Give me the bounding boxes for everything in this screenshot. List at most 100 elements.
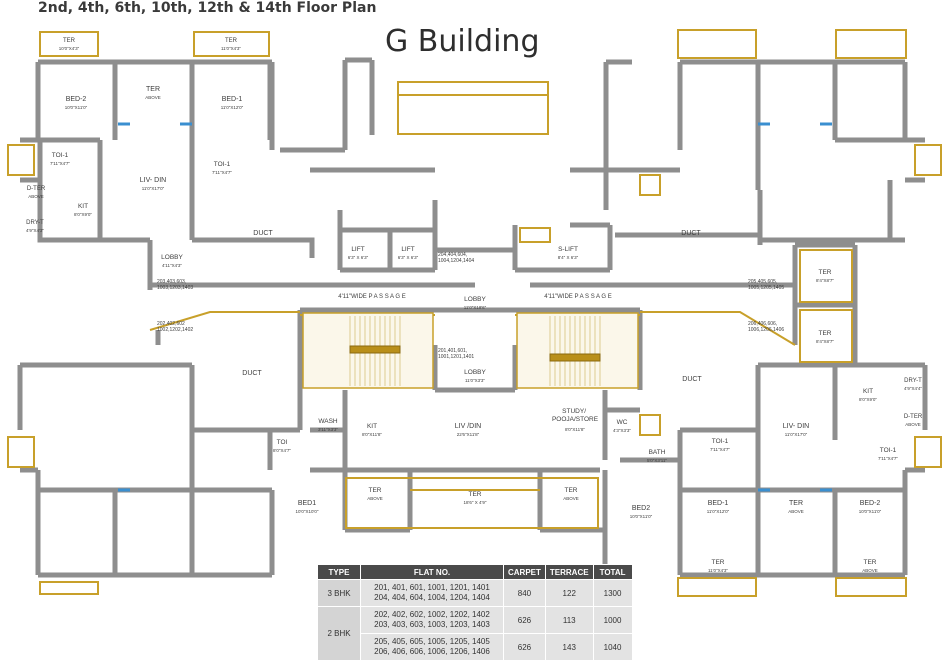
table-cell-total: 1300 — [592, 579, 633, 607]
room-name: LOBBY — [464, 369, 486, 376]
study-line1: STUDY/ — [562, 408, 586, 415]
room-name: DRY-T — [26, 220, 44, 226]
dim-label: 7'11"X4'7" — [878, 456, 898, 461]
table-header-type: TYPE — [317, 564, 361, 580]
dim-label: 7'11"X4'7" — [710, 447, 730, 452]
dim-label: 11'0"X17'0" — [142, 186, 165, 191]
passage-label: 4'11"WIDE P A S S A G E — [544, 294, 611, 300]
room-name: LIV /DIN — [455, 423, 481, 430]
flat-number-label: 201,401,601,1001,1201,1401 — [438, 348, 474, 360]
dim-label: 8'4"X8'7" — [816, 339, 834, 344]
dim-label: 8'0"X4'7" — [273, 448, 291, 453]
dim-label: 11'0"X4'3" — [708, 568, 728, 573]
dim-label: 8'4"X8'7" — [816, 278, 834, 283]
table-header-terrace: TERRACE — [544, 564, 594, 580]
room-name: LOBBY — [161, 254, 183, 261]
room-name: TER — [146, 86, 160, 93]
room-name: BED1 — [298, 500, 316, 507]
flat-number-label: 205,405,605,1005,1205,1405 — [748, 279, 784, 291]
room-name: S-LIFT — [558, 246, 578, 253]
table-cell-total: 1040 — [592, 633, 633, 661]
room-name: D-TER — [27, 186, 46, 192]
table-cell-type: 3 BHK — [317, 579, 361, 607]
room-name: TOI-1 — [214, 161, 231, 168]
dim-label: 10'0"X11'0" — [630, 514, 653, 519]
dim-label: 22'6"X11'8" — [457, 432, 480, 437]
room-name: BED-2 — [860, 500, 881, 507]
dim-label: ABOVE — [788, 509, 804, 514]
room-name: TER — [712, 559, 725, 566]
dim-label: 6'3" X 6'3" — [398, 255, 419, 260]
table-header-total: TOTAL — [592, 564, 633, 580]
building-title: G Building — [385, 24, 540, 59]
flat-number-label: 204,404,604,1004,1204,1404 — [438, 252, 474, 264]
table-cell-total: 1000 — [592, 606, 633, 634]
room-name: KIT — [78, 203, 88, 210]
room-name: KIT — [367, 423, 377, 430]
dim-label: 4'9"X4'4" — [904, 386, 922, 391]
room-name: BED-1 — [708, 500, 729, 507]
dim-label: 8'0"X9'0" — [74, 212, 92, 217]
table-header-row: TYPE FLAT NO. CARPET TERRACE TOTAL — [317, 564, 633, 580]
dim-label: 8'4" X 6'3" — [558, 255, 579, 260]
room-name: TOI-1 — [52, 152, 69, 159]
ter-label: TER — [63, 38, 76, 44]
room-name: TER — [565, 487, 578, 494]
dim-label: 11'0"X12'0" — [221, 105, 244, 110]
room-name: KIT — [863, 388, 873, 395]
room-name: LOBBY — [464, 296, 486, 303]
dim-label: 11'0"X17'0" — [785, 432, 808, 437]
dim-label: ABOVE — [905, 422, 921, 427]
study-line2: POOJA/STORE — [552, 416, 599, 423]
dim-label: 10'0"X11'0" — [859, 509, 882, 514]
room-name: DUCT — [242, 370, 262, 377]
ter-label: TER — [225, 38, 238, 44]
dim-label: 10'0"X10'0" — [296, 509, 319, 514]
table-cell-carpet: 840 — [503, 579, 546, 607]
room-name: LIFT — [401, 246, 414, 253]
dim-label: 6'3" X 6'3" — [348, 255, 369, 260]
room-name: WASH — [318, 418, 338, 425]
flat-number-label: 206,406,606,1006,1206,1406 — [748, 321, 784, 333]
room-name: D-TER — [904, 414, 923, 420]
room-name: BED2 — [632, 505, 650, 512]
room-name: DUCT — [681, 230, 701, 237]
dim-label: 5'0"X3'11" — [647, 458, 667, 463]
dim-label: 11'0"X4'3" — [221, 46, 241, 51]
dim-label: 3'11"X3'3" — [318, 427, 338, 432]
flat-number-label: 203,403,603,1003,1203,1403 — [157, 279, 193, 291]
room-name: TER — [469, 491, 482, 498]
dim-label: 11'0"X18'6" — [464, 305, 487, 310]
room-name: BED-2 — [66, 96, 87, 103]
area-table: TYPE FLAT NO. CARPET TERRACE TOTAL 3 BHK… — [317, 564, 633, 661]
dim-label: ABOVE — [367, 496, 383, 501]
table-header-carpet: CARPET — [503, 564, 546, 580]
table-cell-type: 2 BHK — [317, 606, 361, 661]
dim-label: 7'11"X4'7" — [50, 161, 70, 166]
room-name: TER — [369, 487, 382, 494]
room-name: DUCT — [253, 230, 273, 237]
dim-label: ABOVE — [28, 194, 44, 199]
staircase-left — [302, 312, 434, 389]
dim-label: 4'11"X4'3" — [162, 263, 182, 268]
room-name: DUCT — [682, 376, 702, 383]
room-name: TOI-1 — [712, 438, 729, 445]
room-name: WC — [617, 419, 628, 426]
dim-label: 11'0"X12'0" — [707, 509, 730, 514]
table-cell-carpet: 626 — [503, 606, 546, 634]
room-name: STUDY/ POOJA/STORE — [552, 408, 599, 423]
dim-label: 4'9"X4'3" — [26, 228, 44, 233]
dim-label: ABOVE — [862, 568, 878, 573]
dim-label: 18'6" X 4'9" — [464, 500, 487, 505]
dim-label: 7'11"X4'7" — [212, 170, 232, 175]
dim-label: ABOVE — [563, 496, 579, 501]
room-name: BATH — [649, 449, 666, 456]
staircase-right — [516, 312, 639, 389]
floors-title: 2nd, 4th, 6th, 10th, 12th & 14th Floor P… — [38, 0, 377, 16]
